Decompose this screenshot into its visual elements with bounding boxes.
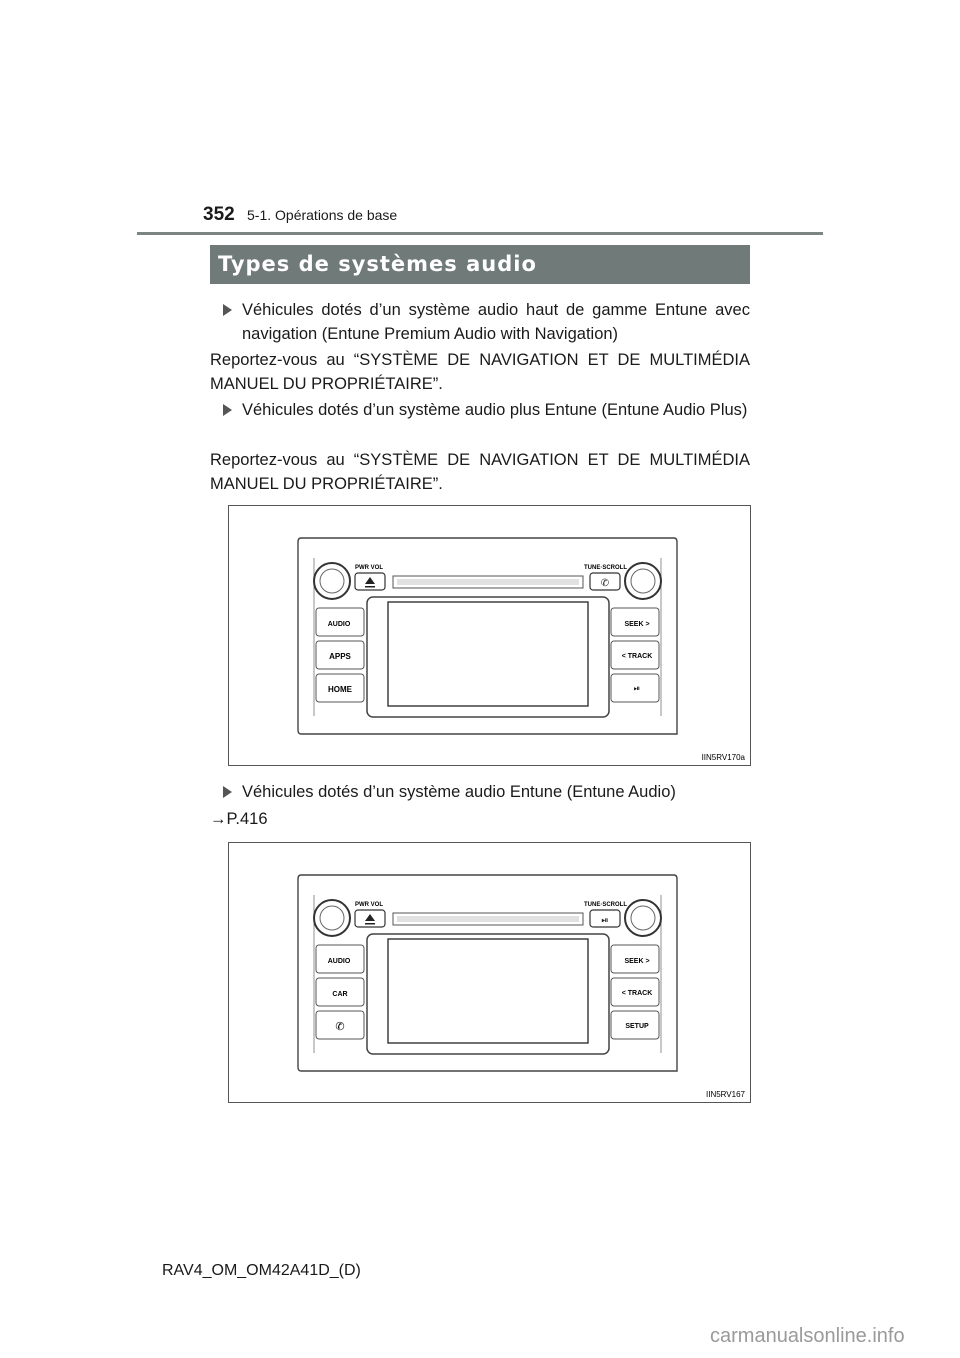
header-rule <box>137 232 823 235</box>
page-reference: →P.416 <box>210 810 268 828</box>
page-number: 352 <box>203 204 235 225</box>
phone-icon: ✆ <box>601 578 609 589</box>
audio-unit-illustration-1: PWR VOL TUNE·SCROLL ✆ AUDIO APPS HOME SE… <box>297 537 746 762</box>
seek-button-label: SEEK > <box>624 958 649 965</box>
bullet-triangle-icon <box>223 304 232 316</box>
audio-button-label: AUDIO <box>328 958 351 965</box>
document-code: RAV4_OM_OM42A41D_(D) <box>162 1262 361 1279</box>
eject-icon <box>365 577 375 588</box>
play-pause-icon: ⏯ <box>601 915 608 925</box>
bullet-triangle-icon <box>223 786 232 798</box>
track-button-label: < TRACK <box>622 653 653 660</box>
bullet-text: Véhicules dotés d’un système audio Entun… <box>242 783 676 801</box>
figure-code: IIN5RV167 <box>706 1090 746 1099</box>
audio-button-label: AUDIO <box>328 621 351 628</box>
knob-left-label: PWR VOL <box>355 565 383 571</box>
seek-button-label: SEEK > <box>624 621 649 628</box>
bullet-item: Véhicules dotés d’un système audio plus … <box>223 398 750 446</box>
figure-code: IIN5RV170a <box>702 753 746 762</box>
bullet-text: Véhicules dotés d’un système audio haut … <box>242 301 750 343</box>
car-button-label: CAR <box>332 991 347 998</box>
section-title: Types de systèmes audio <box>210 245 750 284</box>
play-pause-icon: ⏯ <box>634 684 640 693</box>
track-button-label: < TRACK <box>622 990 653 997</box>
home-button-label: HOME <box>328 685 353 694</box>
audio-unit-figure-1: PWR VOL TUNE·SCROLL ✆ AUDIO APPS HOME SE… <box>228 505 751 766</box>
bullet-triangle-icon <box>223 404 232 416</box>
audio-unit-figure-2: PWR VOL TUNE·SCROLL ⏯ AUDIO CAR ✆ SEEK >… <box>228 842 751 1103</box>
setup-button-label: SETUP <box>625 1023 649 1030</box>
apps-button-label: APPS <box>329 652 351 661</box>
knob-left-label: PWR VOL <box>355 902 383 908</box>
watermark[interactable]: carmanualsonline.info <box>710 1325 905 1347</box>
knob-right-label: TUNE·SCROLL <box>584 565 627 571</box>
knob-right-label: TUNE·SCROLL <box>584 902 627 908</box>
audio-unit-illustration-2: PWR VOL TUNE·SCROLL ⏯ AUDIO CAR ✆ SEEK >… <box>297 874 746 1099</box>
eject-icon <box>365 914 375 925</box>
bullet-item: Véhicules dotés d’un système audio haut … <box>223 298 750 346</box>
bullet-text: Véhicules dotés d’un système audio plus … <box>242 401 748 419</box>
reference-text: Reportez-vous au “SYSTÈME DE NAVIGATION … <box>210 451 750 493</box>
bullet-item: Véhicules dotés d’un système audio Entun… <box>223 780 750 804</box>
phone-icon: ✆ <box>335 1021 344 1033</box>
reference-text: Reportez-vous au “SYSTÈME DE NAVIGATION … <box>210 351 750 393</box>
section-label: 5-1. Opérations de base <box>247 207 398 223</box>
